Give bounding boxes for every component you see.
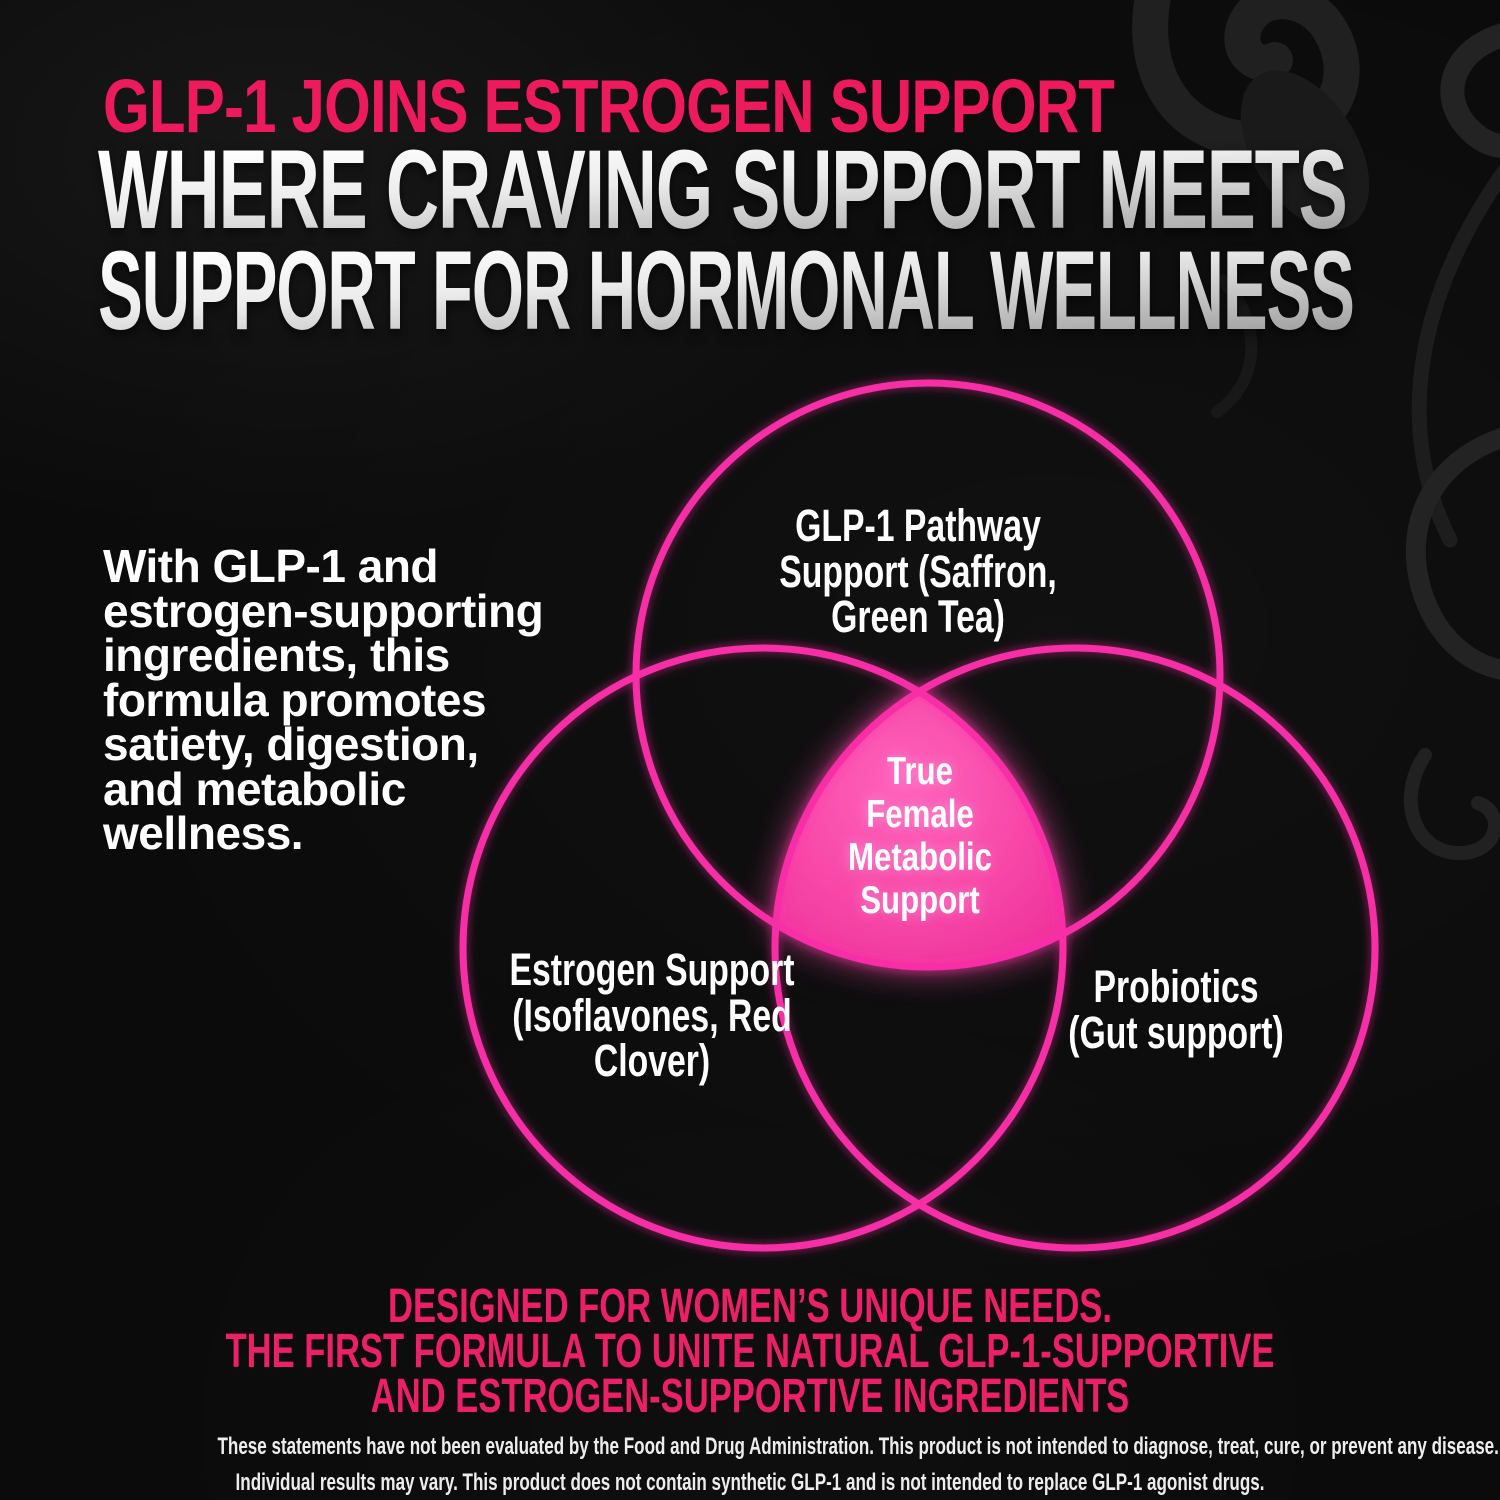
- flourish-curl: [1132, 0, 1360, 159]
- eyebrow-headline: GLP-1 JOINS ESTROGEN SUPPORT: [103, 64, 1115, 148]
- footer-headline-line: DESIGNED FOR WOMEN’S UNIQUE NEEDS.: [388, 1280, 1112, 1333]
- label-line: True: [887, 750, 953, 793]
- flourish-curl: [1406, 428, 1500, 680]
- label-line: Support: [860, 879, 980, 922]
- flourish-curl: [1440, 23, 1500, 158]
- main-headline-line-1: WHERE CRAVING SUPPORT MEETS: [98, 134, 1479, 246]
- venn-top-circle-label: GLP-1 Pathway Support (Saffron, Green Te…: [723, 503, 1113, 640]
- footer-headline-line: THE FIRST FORMULA TO UNITE NATURAL GLP-1…: [225, 1325, 1275, 1378]
- flourish-ornament: [1132, 0, 1500, 860]
- venn-center-label: True Female Metabolic Support: [760, 750, 1080, 922]
- venn-left-circle: [459, 644, 1067, 1252]
- label-line: Female: [866, 793, 974, 836]
- label-line: GLP-1 Pathway: [795, 500, 1041, 551]
- label-line: Support (Saffron,: [779, 545, 1057, 597]
- venn-right-circle: [771, 644, 1379, 1252]
- fda-disclaimer: These statements have not been evaluated…: [0, 1429, 1500, 1500]
- label-line: Probiotics: [1093, 961, 1259, 1012]
- footer-headline-line: AND ESTROGEN-SUPPORTIVE INGREDIENTS: [370, 1370, 1130, 1423]
- intro-line: wellness.: [103, 807, 304, 859]
- label-line: Estrogen Support: [509, 944, 795, 995]
- intro-line: satiety, digestion,: [103, 718, 479, 770]
- intro-paragraph: With GLP-1 and estrogen-supporting ingre…: [103, 540, 544, 859]
- footer-headline: DESIGNED FOR WOMEN’S UNIQUE NEEDS. THE F…: [0, 1280, 1500, 1423]
- intro-line: formula promotes: [103, 673, 487, 726]
- label-line: (Gut support): [1068, 1006, 1284, 1058]
- intro-line: estrogen-supporting: [103, 584, 544, 637]
- venn-left-circle-label: Estrogen Support (Isoflavones, Red Clove…: [465, 947, 840, 1084]
- flourish-curl: [1211, 274, 1258, 418]
- intro-line: ingredients, this: [103, 629, 450, 681]
- flourish-leaf: [1240, 70, 1370, 230]
- label-line: (Isoflavones, Red: [512, 989, 792, 1041]
- label-line: Clover): [593, 1035, 711, 1086]
- disclaimer-line: These statements have not been evaluated…: [217, 1433, 1499, 1460]
- label-line: Green Tea): [831, 591, 1005, 642]
- main-headline-line-2: SUPPORT FOR HORMONAL WELLNESS: [98, 228, 1355, 353]
- intro-line: and metabolic: [103, 762, 406, 815]
- venn-center-shape: [776, 692, 1063, 967]
- venn-right-circle-label: Probiotics (Gut support): [989, 964, 1364, 1055]
- flourish-hook: [1403, 748, 1500, 860]
- disclaimer-line: Individual results may vary. This produc…: [235, 1469, 1265, 1496]
- main-headline: WHERE CRAVING SUPPORT MEETS SUPPORT FOR …: [98, 134, 1500, 353]
- label-line: Metabolic: [848, 836, 992, 879]
- intro-line: With GLP-1 and: [103, 540, 439, 592]
